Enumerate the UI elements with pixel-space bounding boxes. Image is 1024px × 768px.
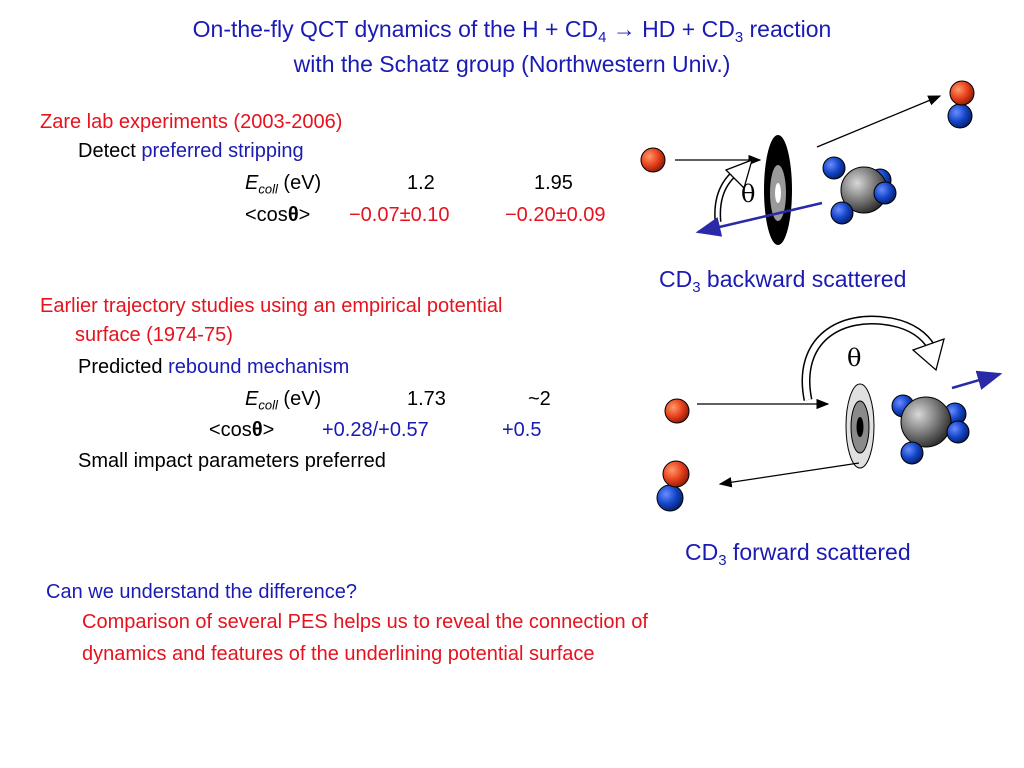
d-atom [830,201,854,225]
forward-theta-label: θ [847,344,862,372]
cos-prefix: <cos [209,419,252,441]
cos-suffix: > [298,204,311,226]
earlier-impact-line: Small impact parameters preferred [78,450,386,472]
d-atom [822,156,846,180]
curved-arrow-fill [803,317,935,401]
backward-theta-label: θ [741,180,756,208]
ecoll-symbol: E [245,172,259,194]
d-atom [873,181,897,205]
h-atom [949,80,975,106]
zare-ecoll-v2: 1.95 [534,172,573,194]
d-atom [947,103,973,129]
answer-line1: Comparison of several PES helps us to re… [82,611,648,633]
zare-cos-v1: −0.07±0.10 [349,204,450,226]
impact-disc-core [775,183,781,203]
forward-diagram [656,315,1003,512]
d-atom [900,441,924,465]
caption-cd: CD [685,539,719,565]
arrow-icon: → [612,16,636,42]
title-sub-4: 4 [598,29,607,47]
cos-prefix: <cos [245,204,288,226]
caption-text: forward scattered [726,539,911,565]
earlier-cos-v1: +0.28/+0.57 [322,419,429,441]
zare-heading: Zare lab experiments (2003-2006) [40,111,343,133]
curved-arrow-head [724,158,753,190]
earlier-heading-line1: Earlier trajectory studies using an empi… [40,295,503,317]
earlier-heading-line2: surface (1974-75) [75,324,233,346]
zare-detect-line: Detect preferred stripping [78,138,304,164]
ecoll-subscript: coll [258,397,278,413]
predicted-value: rebound mechanism [168,356,350,378]
forward-caption: CD3 forward scattered [685,538,911,575]
ecoll-subscript: coll [258,181,278,197]
ecoll-unit: (eV) [277,172,322,194]
answer-line2: dynamics and features of the underlining… [82,643,595,665]
caption-sub: 3 [692,279,701,297]
cd3-outgoing-arrow [695,201,823,237]
theta-symbol: θ [251,419,263,441]
h-atom [662,460,690,488]
theta-symbol: θ [287,204,299,226]
h-atom [664,398,690,424]
d-atom [946,420,970,444]
earlier-cos-label: <cosθ> [209,417,274,443]
hd-outgoing-arrow [718,462,860,488]
h-atom [640,147,666,173]
detect-label: Detect [78,140,142,162]
zare-ecoll-label: Ecoll (eV) [245,170,321,203]
title-text-b: HD + CD [635,16,735,42]
hd-outgoing-arrow [816,95,942,148]
caption-cd: CD [659,266,693,292]
detect-value: preferred stripping [141,140,304,162]
cd3-outgoing-arrow [951,370,1003,390]
backward-diagram [640,80,975,245]
predicted-label: Predicted [78,356,169,378]
caption-text: backward scattered [700,266,907,292]
earlier-ecoll-label: Ecoll (eV) [245,386,321,419]
earlier-cos-v2: +0.5 [502,419,542,441]
title-text-c: reaction [743,16,832,42]
backward-caption: CD3 backward scattered [659,265,906,302]
title-sub-3: 3 [734,29,744,47]
caption-sub: 3 [718,552,727,570]
question-line: Can we understand the difference? [46,581,357,603]
slide-title-line1: On-the-fly QCT dynamics of the H + CD4 →… [0,14,1024,53]
zare-cos-label: <cosθ> [245,202,310,228]
ecoll-symbol: E [245,388,259,410]
d-atom [656,484,684,512]
zare-ecoll-v1: 1.2 [407,172,435,194]
cos-suffix: > [262,419,275,441]
curved-arrow-head [911,337,945,372]
ecoll-unit: (eV) [277,388,322,410]
earlier-predicted-line: Predicted rebound mechanism [78,354,349,380]
slide-title-line2: with the Schatz group (Northwestern Univ… [293,51,731,77]
impact-disc-core [856,417,864,437]
earlier-ecoll-v2: ~2 [528,388,551,410]
zare-cos-v2: −0.20±0.09 [505,204,606,226]
earlier-ecoll-v1: 1.73 [407,388,446,410]
title-text-a: On-the-fly QCT dynamics of the H + CD [192,16,599,42]
c-atom [900,396,952,448]
